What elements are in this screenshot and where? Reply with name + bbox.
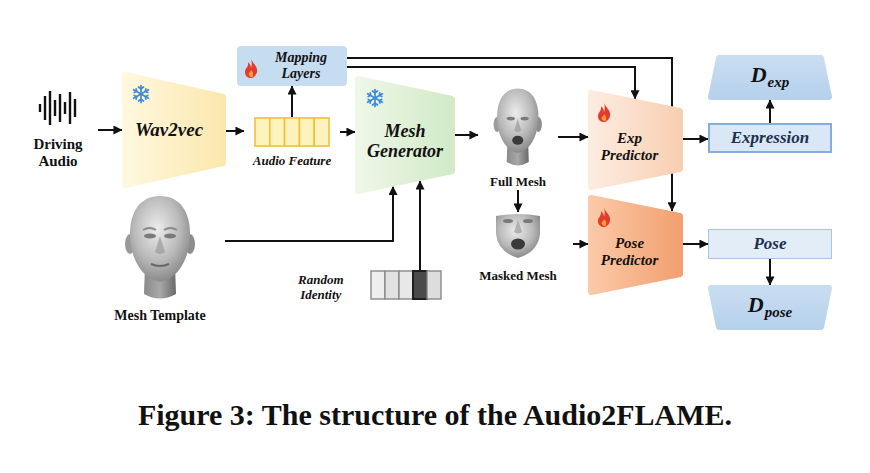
label-group: Full Mesh — [490, 175, 546, 190]
mapping-box: Mapping Layers — [237, 46, 347, 86]
connector-arrow — [769, 259, 771, 285]
label-group: Pose — [753, 234, 786, 253]
node-label: Full Mesh — [490, 175, 546, 190]
head-illustration — [114, 190, 206, 302]
frozen-icon — [365, 88, 385, 108]
audio-input: Driving Audio — [18, 88, 98, 170]
decoder-block: Dexp — [708, 55, 832, 100]
encoder-block: Wav2vec — [122, 72, 226, 188]
connector-arrow — [347, 58, 672, 211]
connector-arrow — [419, 181, 421, 270]
connector-arrow — [225, 186, 393, 241]
figure-caption: Figure 3: The structure of the Audio2FLA… — [138, 398, 732, 432]
predictor-block: Pose Predictor — [588, 195, 683, 295]
node-label: Mesh Template — [114, 308, 205, 324]
label-group: Dexp — [751, 63, 790, 88]
block-outline — [125, 75, 223, 185]
label-group: Mapping Layers — [275, 50, 327, 81]
connector-arrow — [558, 136, 588, 138]
block-outline — [591, 93, 680, 187]
label-group: Audio Feature — [253, 154, 331, 169]
label-group: Mesh Generator — [367, 121, 443, 161]
head-illustration — [486, 84, 550, 168]
label-group: Expression — [731, 128, 809, 147]
trainable-icon — [596, 207, 612, 227]
label-group: Masked Mesh — [479, 269, 557, 284]
node-label: Pose — [753, 234, 786, 253]
output-box: Pose — [708, 229, 832, 259]
label-group: Exp Predictor — [601, 130, 658, 164]
mesh-output: Full Mesh — [478, 84, 558, 190]
output-box: Expression — [708, 123, 832, 153]
label-group: Wav2vec — [135, 119, 203, 140]
identity-vector: Random Identity — [290, 270, 448, 306]
block-outline — [711, 288, 829, 327]
connector-arrow — [291, 86, 293, 117]
connector-arrow — [98, 129, 122, 131]
trainable-icon — [243, 58, 259, 78]
node-label: Expression — [731, 128, 809, 147]
label-group: Mesh Template — [114, 308, 205, 324]
connector-arrow — [683, 243, 708, 245]
block-outline — [591, 198, 680, 292]
decoder-block: Dpose — [708, 285, 832, 330]
node-label: Pose Predictor — [601, 235, 658, 269]
node-label: Masked Mesh — [479, 269, 557, 284]
predictor-block: Exp Predictor — [588, 90, 683, 190]
label-group: Driving Audio — [33, 136, 82, 170]
masked-face — [492, 212, 544, 260]
connector-arrow — [683, 138, 708, 140]
block-outline — [711, 58, 829, 97]
node-label: exp — [768, 74, 790, 91]
frozen-icon — [131, 84, 151, 104]
template-mesh: Mesh Template — [95, 190, 225, 324]
connector-arrow — [769, 100, 771, 123]
node-label: D — [748, 293, 764, 318]
node-label: D — [751, 63, 767, 88]
connector-arrow — [340, 131, 355, 133]
node-label: Exp Predictor — [601, 130, 658, 164]
generator-block: Mesh Generator — [355, 76, 455, 194]
identity-cells — [370, 270, 444, 301]
node-label: Random Identity — [298, 273, 344, 302]
waveform-icon — [36, 88, 80, 128]
feature-block: Audio Feature — [244, 117, 340, 169]
connector-arrow — [455, 134, 478, 136]
node-label: Driving Audio — [33, 136, 82, 170]
node-label: Mapping Layers — [275, 50, 327, 81]
node-label: pose — [765, 304, 793, 321]
masked-mesh: Masked Mesh — [463, 212, 573, 284]
label-group: Dpose — [748, 293, 792, 318]
connector-arrow — [226, 130, 244, 132]
node-label: Wav2vec — [135, 119, 203, 140]
node-label: Audio Feature — [253, 154, 331, 169]
label-group: Pose Predictor — [601, 235, 658, 269]
feature-cells — [254, 117, 330, 148]
caption-row: Figure 3: The structure of the Audio2FLA… — [0, 398, 870, 432]
trainable-icon — [596, 102, 612, 122]
label-group: Random Identity — [298, 273, 344, 302]
connector-arrow — [573, 243, 588, 245]
connector-arrow — [517, 190, 519, 212]
block-outline — [358, 79, 452, 191]
node-label: Mesh Generator — [367, 121, 443, 161]
